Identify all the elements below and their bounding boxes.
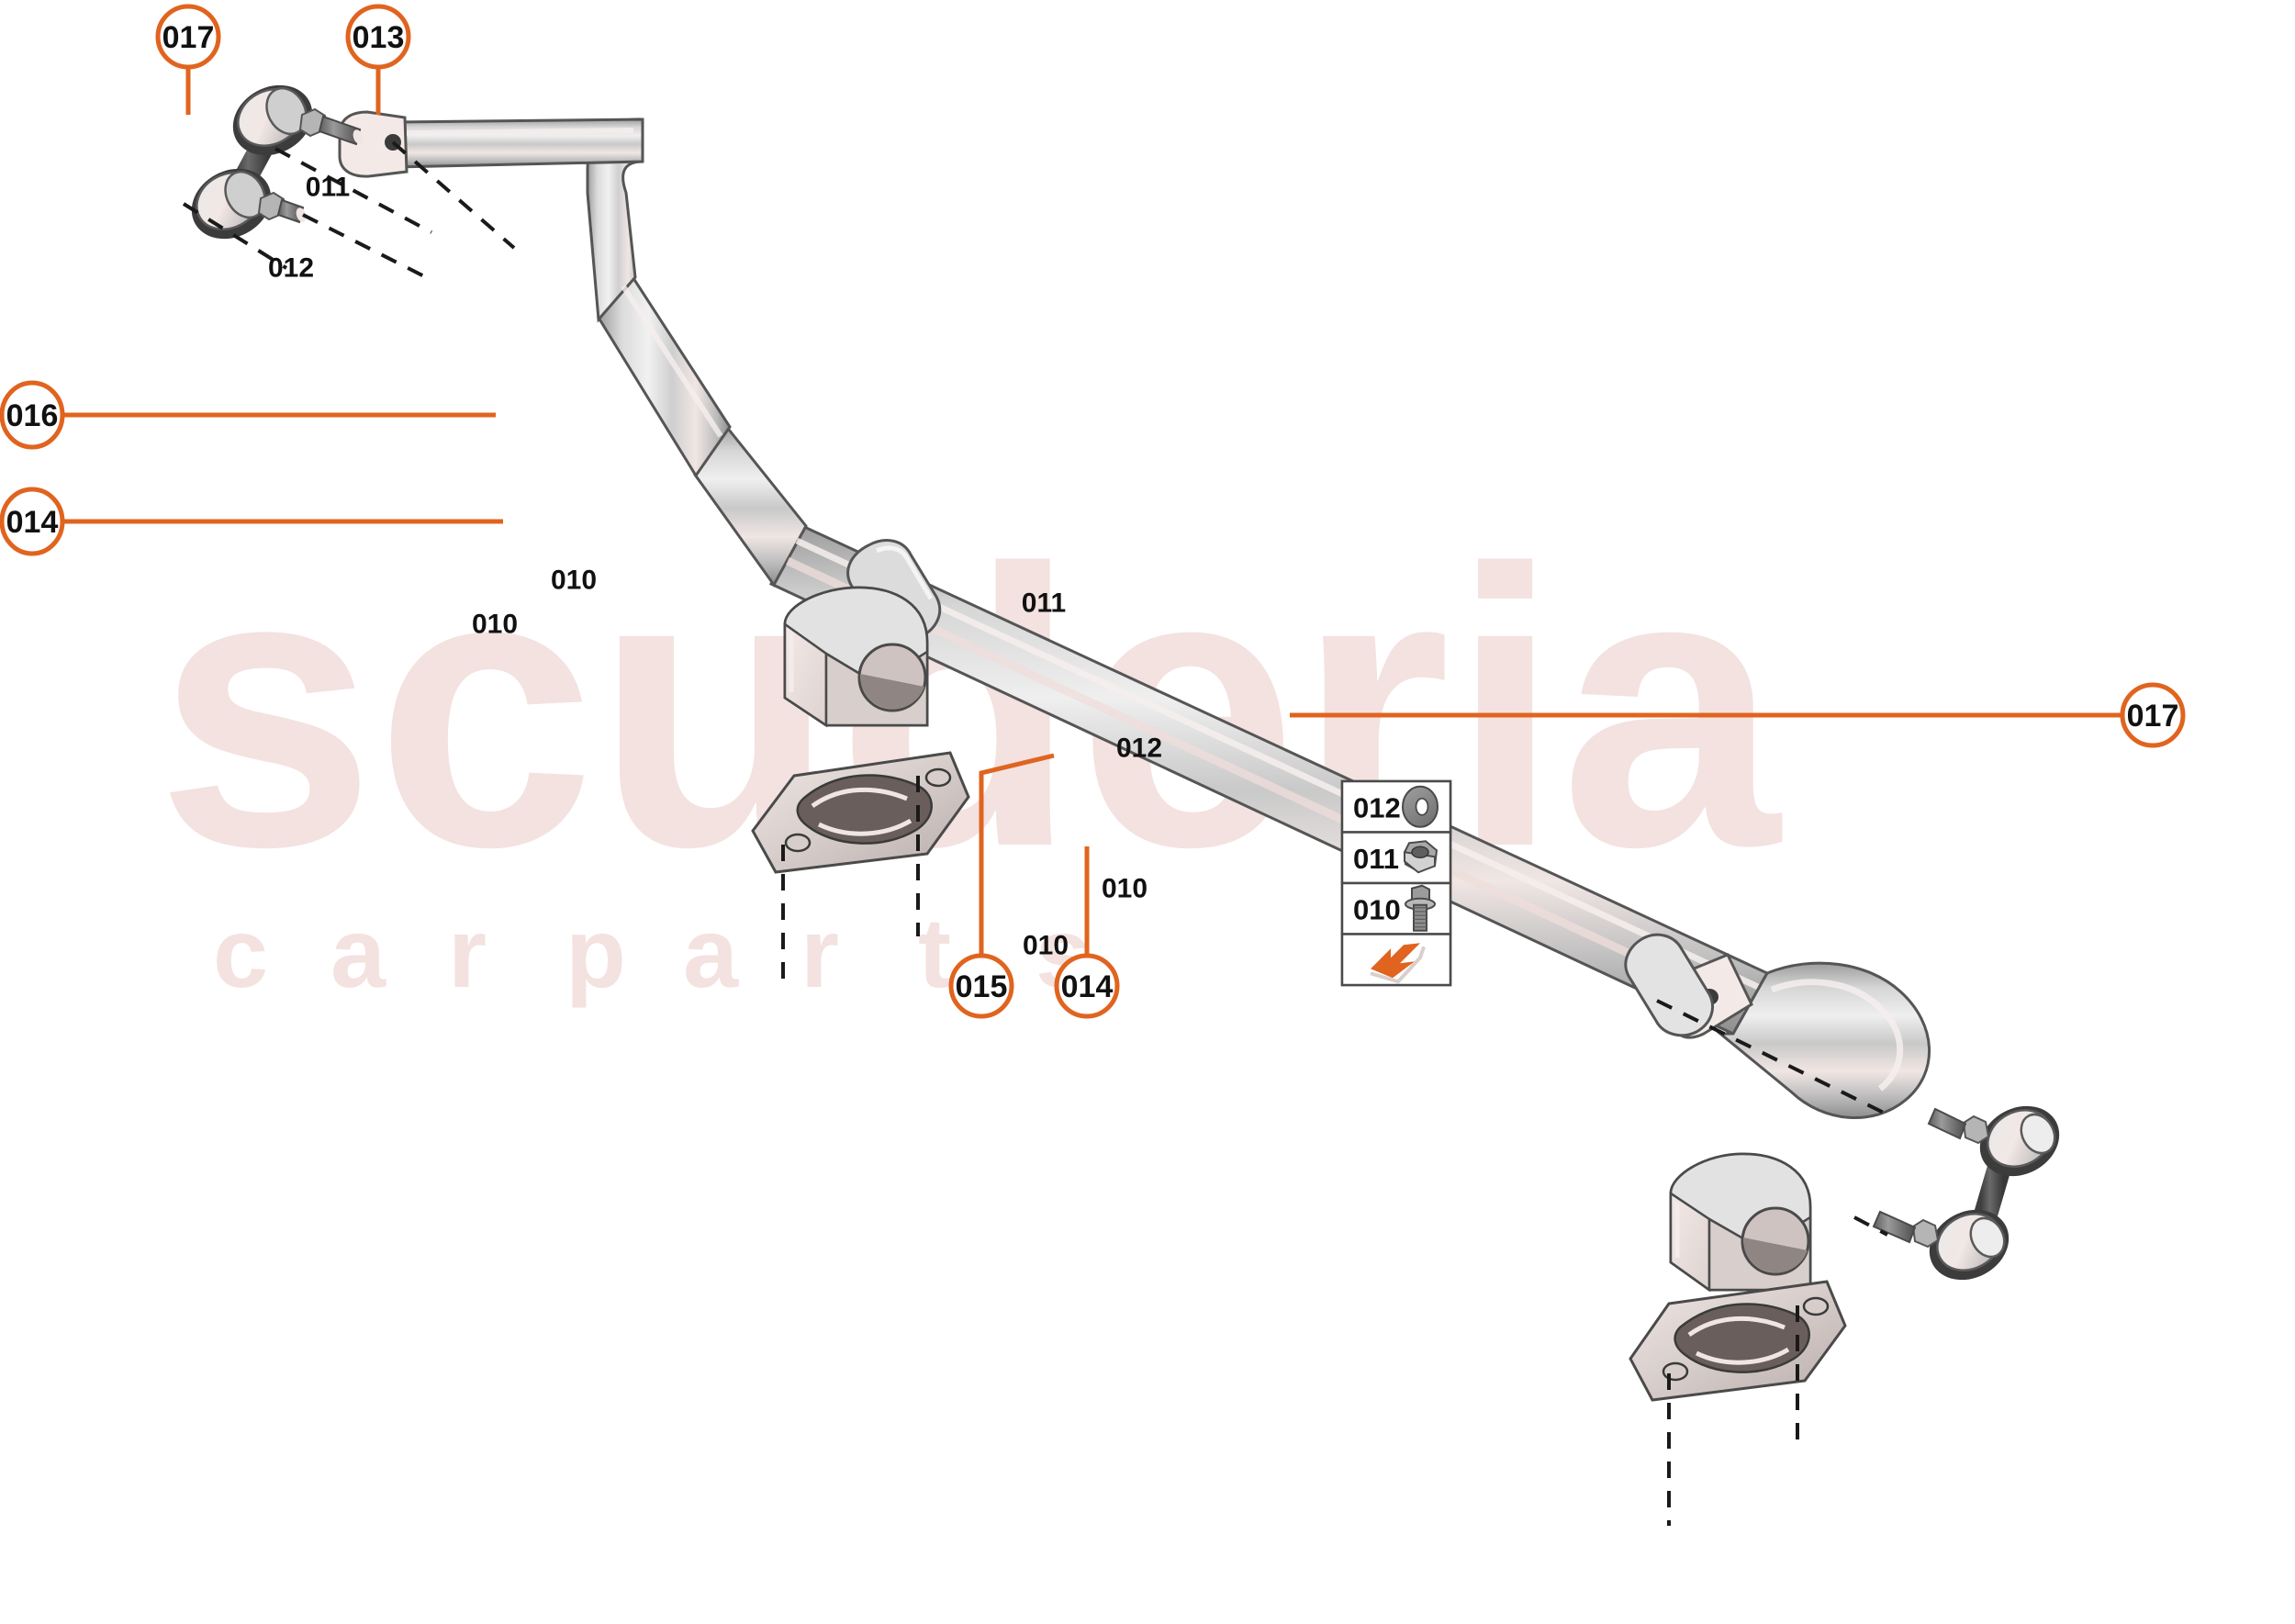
legend-label: 011	[1353, 843, 1399, 875]
anti-roll-bar-013	[338, 110, 1931, 1120]
drop-link-017-left	[191, 84, 364, 240]
callout-label: 014	[1061, 969, 1114, 1004]
callout-label: 017	[2127, 699, 2179, 734]
watermark-letter: a	[330, 897, 386, 1008]
watermark-letter: t	[918, 897, 951, 1008]
legend-row-010[interactable]: 010	[1340, 881, 1452, 935]
reference-label-010: 010	[1102, 874, 1148, 904]
callout-013-c013[interactable]: 013	[345, 4, 411, 115]
flange-bolt-icon	[1405, 884, 1436, 932]
link-joint-lower-left	[191, 168, 307, 240]
legend-label: 010	[1353, 893, 1401, 925]
callout-017-c017-right[interactable]: 017	[1290, 682, 2186, 748]
link-joint-lower-right	[1872, 1209, 2010, 1281]
bar-bushing-015	[1669, 1152, 1812, 1293]
reference-label-010: 010	[1023, 931, 1069, 961]
callout-leader-line	[979, 753, 1055, 956]
callout-bubble[interactable]	[0, 487, 65, 556]
callout-015-c015[interactable]: 015	[948, 753, 1055, 1019]
callout-017-c017-left[interactable]: 017	[155, 4, 221, 115]
callout-label: 017	[162, 20, 215, 55]
watermark-letter: p	[565, 897, 626, 1008]
drop-link-017-right	[1872, 1105, 2060, 1281]
washer-icon	[1402, 785, 1439, 828]
bar-bushing-016	[783, 586, 929, 728]
link-joint-upper-left	[232, 84, 364, 156]
dashed-leader-lines	[182, 140, 1892, 1526]
bushing-clamp-bracket-014-left	[751, 751, 970, 874]
callout-014-c014-left[interactable]: 014	[0, 487, 503, 556]
callout-016-c016[interactable]: 016	[0, 380, 496, 450]
reference-label-012: 012	[268, 253, 314, 284]
reference-label-011: 011	[306, 173, 350, 203]
callout-label: 013	[353, 20, 405, 55]
flange-nut-icon	[1403, 840, 1439, 874]
callout-bubble[interactable]	[1054, 953, 1120, 1019]
watermark-letter: c	[213, 897, 268, 1008]
reference-label-012: 012	[1116, 734, 1162, 764]
reference-label-010: 010	[472, 610, 518, 640]
scuderia-arrow-logo-icon	[1370, 943, 1426, 984]
callout-014-c014-right[interactable]: 014	[1054, 846, 1120, 1019]
legend-row-011[interactable]: 011	[1340, 831, 1452, 885]
watermark-letter: r	[800, 897, 839, 1008]
bushing-clamp-bracket-014-right	[1629, 1280, 1847, 1402]
callout-bubble[interactable]	[2120, 682, 2186, 748]
callout-bubble[interactable]	[155, 4, 221, 70]
legend-row-logo[interactable]	[1340, 933, 1452, 987]
legend-row-012[interactable]: 012	[1340, 779, 1452, 834]
reference-labels: 011 012 010 010 011 012 010 010	[268, 173, 1162, 961]
reference-label-010: 010	[551, 566, 597, 596]
callout-bubble[interactable]	[0, 380, 65, 450]
callout-bubble[interactable]	[948, 953, 1014, 1019]
callout-label: 015	[956, 969, 1008, 1004]
callout-label: 014	[6, 505, 59, 540]
legend-label: 012	[1353, 791, 1401, 823]
watermark-letter: r	[448, 897, 487, 1008]
callout-bubbles: 017 013 016 014 017 015 014	[0, 4, 2186, 1019]
callout-bubble[interactable]	[345, 4, 411, 70]
callout-label: 016	[6, 398, 59, 433]
watermark-letter: a	[683, 897, 739, 1008]
reference-label-011: 011	[1022, 588, 1066, 619]
link-joint-upper-right	[1927, 1105, 2060, 1177]
bar-collar-right	[1624, 933, 1714, 1037]
